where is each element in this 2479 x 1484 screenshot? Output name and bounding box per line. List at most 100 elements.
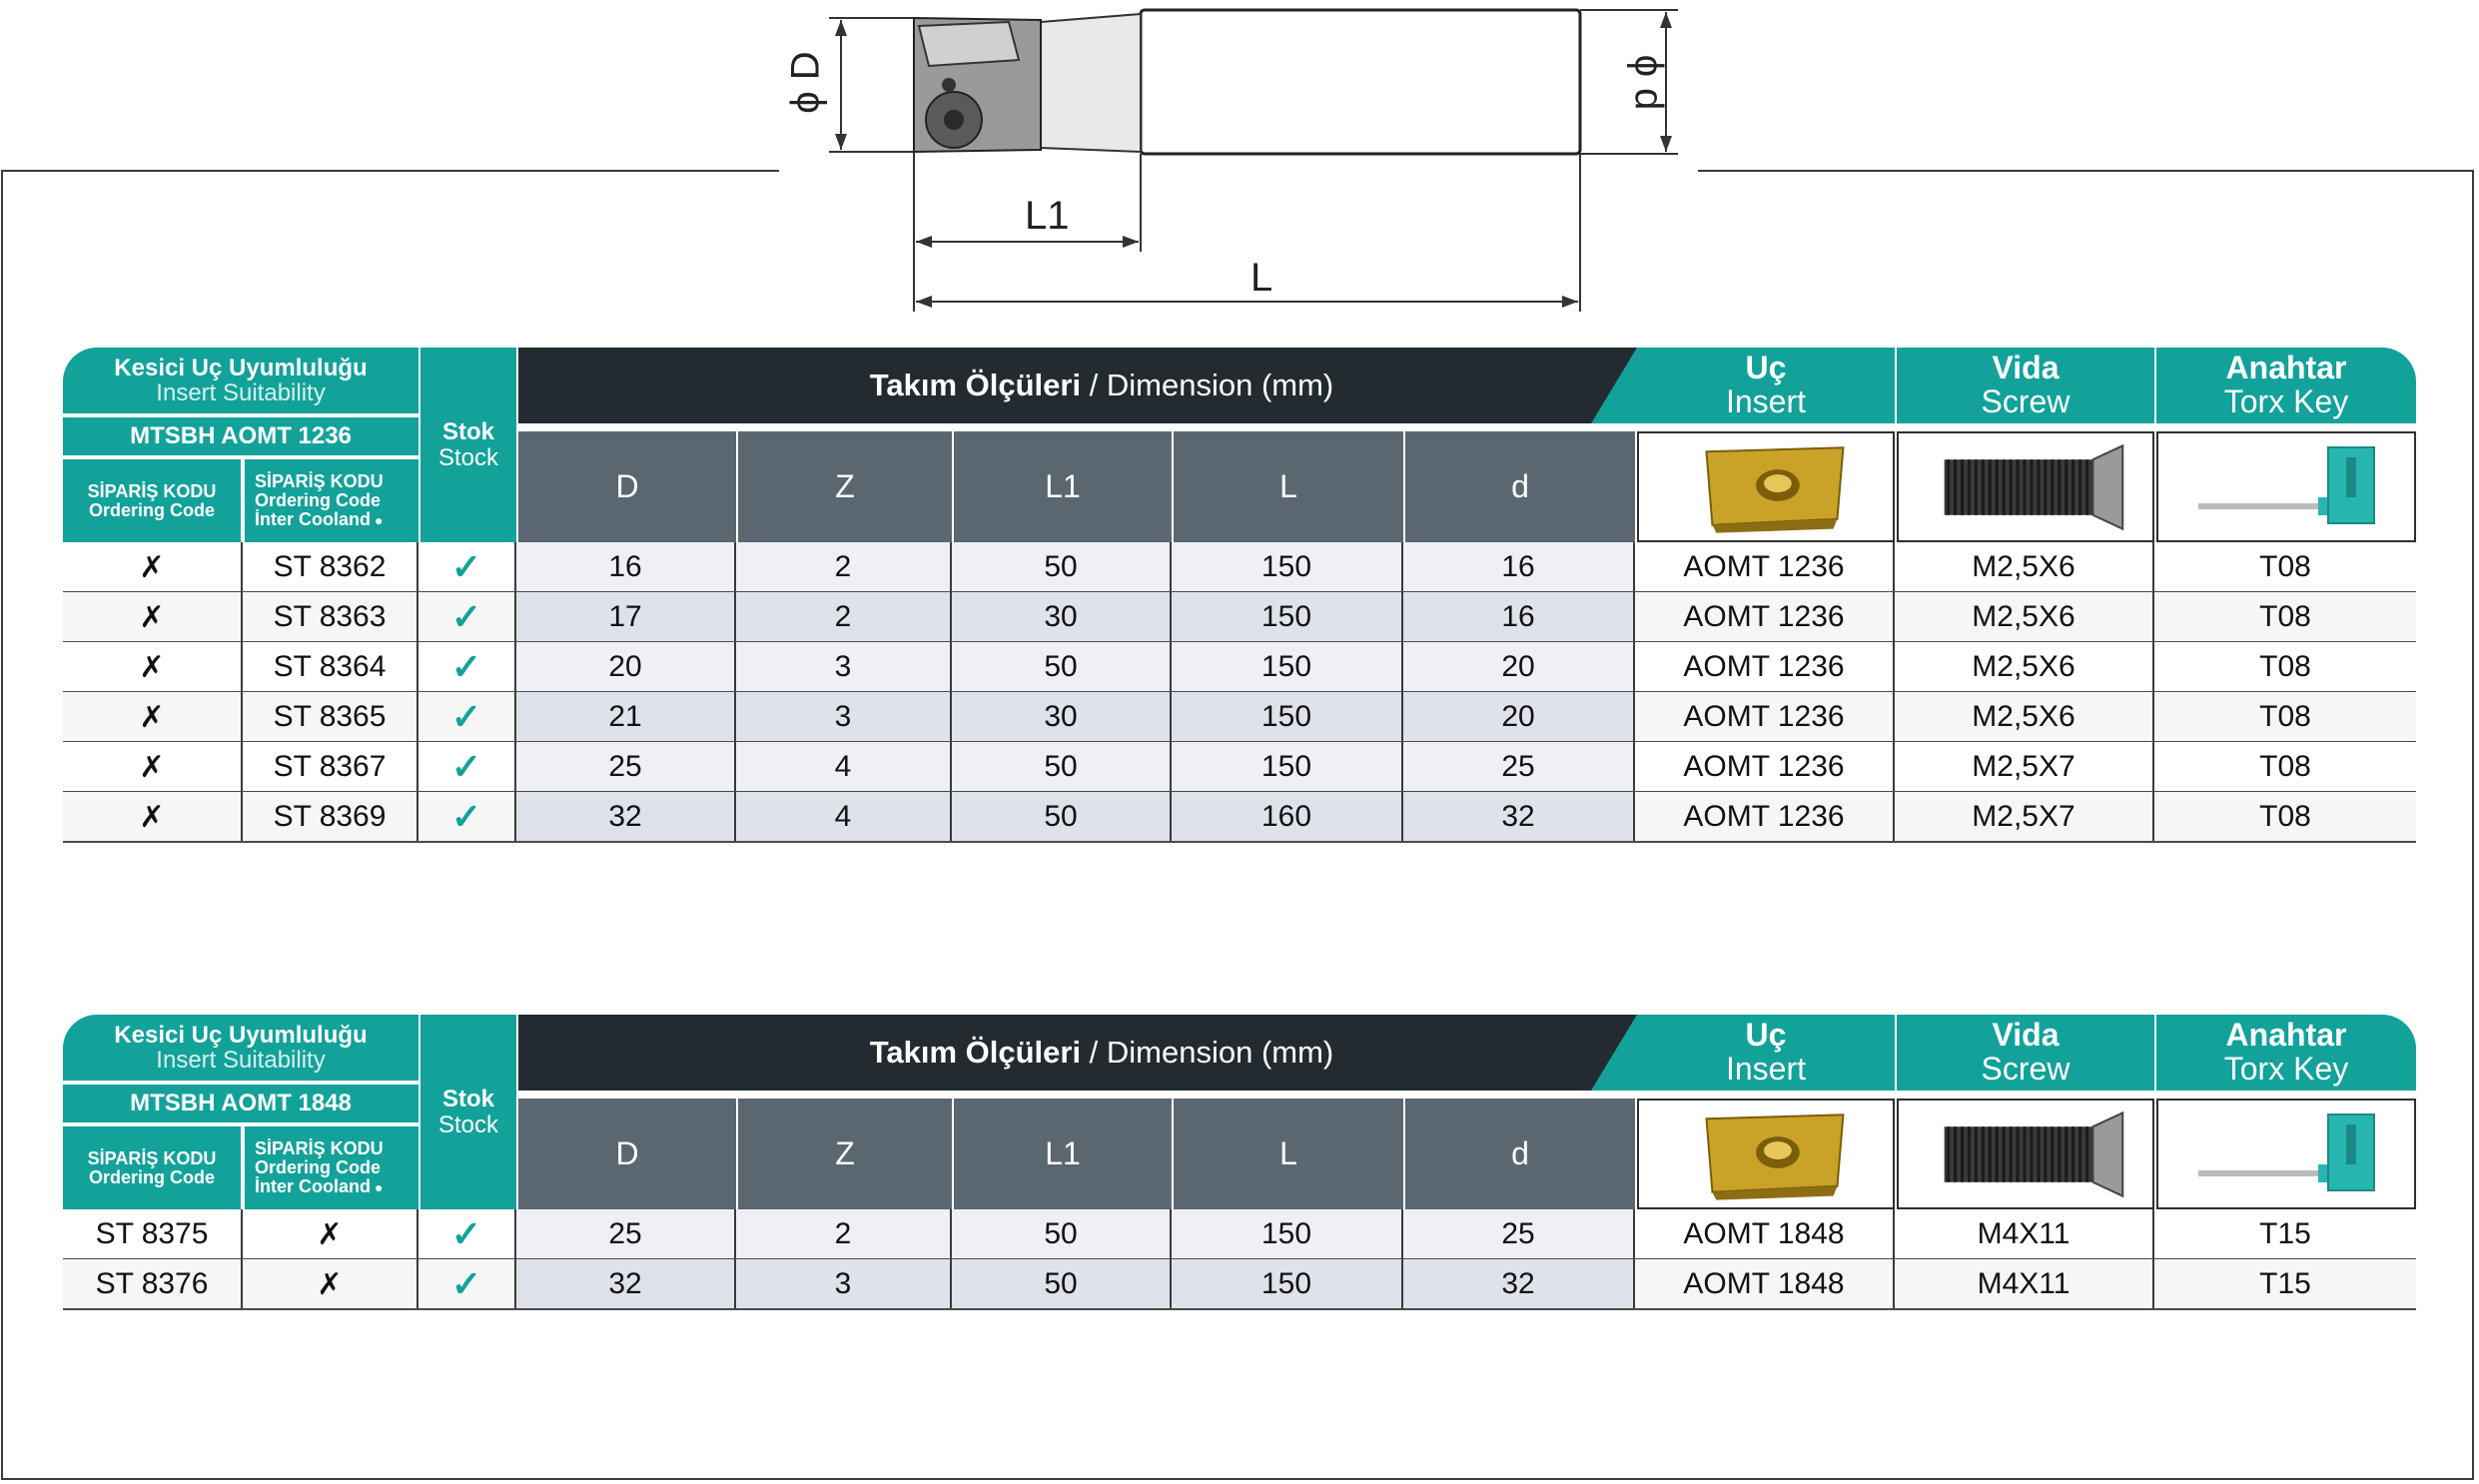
dim-L-value: 150 xyxy=(1260,1217,1312,1250)
key-code-value: T15 xyxy=(2259,1267,2311,1300)
label-L: L xyxy=(1250,256,1273,300)
model-name: MTSBH AOMT 1848 xyxy=(130,1090,352,1117)
dim-d: 25 xyxy=(1403,742,1635,792)
dim-d: 16 xyxy=(1403,592,1635,642)
ordering-code-label-en: Ordering Code xyxy=(88,499,215,520)
stock-status-value: ✓ xyxy=(450,796,482,837)
key-code-value: T08 xyxy=(2259,750,2311,783)
stock-status: ✓ xyxy=(418,692,516,742)
insert-image xyxy=(1637,431,1895,542)
screw-icon xyxy=(1944,1111,2124,1198)
ordering-code: ST 8375 xyxy=(63,1209,243,1259)
ordering-code-coolant-value: ST 8362 xyxy=(273,550,387,583)
ordering-code-value: ✗ xyxy=(139,750,165,784)
dim-L: 150 xyxy=(1172,692,1403,742)
screw-code-value: M4X11 xyxy=(1977,1217,2070,1250)
key-code: T08 xyxy=(2154,542,2416,592)
col-header-l: L xyxy=(1174,1099,1403,1209)
dim-d-value: 16 xyxy=(1501,550,1535,583)
ordering-coolant-label-en: Ordering Code xyxy=(255,1157,382,1178)
dimension-header: Takım Ölçüleri / Dimension (mm) xyxy=(518,1015,1685,1091)
ordering-code-value: ST 8376 xyxy=(95,1267,209,1300)
dim-L1-value: 50 xyxy=(1044,800,1078,833)
stock-status: ✓ xyxy=(418,1209,516,1259)
label-phi-d: ϕ d xyxy=(1626,54,1671,111)
col-header-d: d xyxy=(1405,431,1635,542)
insert-image xyxy=(1637,1099,1895,1209)
key-code: T08 xyxy=(2154,592,2416,642)
dim-Z: 4 xyxy=(736,792,952,842)
tool-dimension-drawing: ϕ D ϕ d L1 L xyxy=(779,0,1698,320)
screw-label-tr: Vida xyxy=(1992,350,2060,386)
dim-D-value: 25 xyxy=(608,750,642,783)
stock-status: ✓ xyxy=(418,742,516,792)
dim-L-value: 150 xyxy=(1260,600,1312,633)
suitability-title: Kesici Uç Uyumluluğu xyxy=(114,354,368,381)
model-header: MTSBH AOMT 1848 xyxy=(63,1083,418,1122)
ordering-code-value: ST 8375 xyxy=(95,1217,209,1250)
ordering-code-coolant: ✗ xyxy=(243,1259,418,1309)
stock-label-tr: Stok xyxy=(441,1086,494,1113)
key-label-en: Torx Key xyxy=(2223,1051,2349,1087)
dim-d-value: 20 xyxy=(1501,700,1535,733)
ordering-code-coolant: ST 8363 xyxy=(243,592,418,642)
stock-status: ✓ xyxy=(418,542,516,592)
dim-D: 32 xyxy=(516,792,736,842)
dim-d: 32 xyxy=(1403,1259,1635,1309)
dim-d: 20 xyxy=(1403,692,1635,742)
dim-Z-value: 3 xyxy=(834,1267,852,1300)
key-code: T08 xyxy=(2154,642,2416,692)
insert-code-value: AOMT 1236 xyxy=(1683,800,1845,833)
insert-code-value: AOMT 1236 xyxy=(1683,650,1845,683)
ordering-code: ✗ xyxy=(63,792,243,842)
dim-L: 150 xyxy=(1172,1209,1403,1259)
ordering-code-label-tr: SİPARİŞ KODU xyxy=(87,480,217,501)
stock-status: ✓ xyxy=(418,592,516,642)
col-header-l1: L1 xyxy=(954,431,1172,542)
dimension-title: Takım Ölçüleri / Dimension (mm) xyxy=(870,370,1334,402)
insert-code: AOMT 1236 xyxy=(1635,592,1895,642)
insert-icon xyxy=(1705,1113,1845,1200)
insert-code-value: AOMT 1848 xyxy=(1683,1267,1845,1300)
dim-Z-value: 2 xyxy=(834,600,852,633)
dim-D-value: 25 xyxy=(608,1217,642,1250)
dim-L1: 30 xyxy=(952,692,1172,742)
screw-code: M2,5X6 xyxy=(1895,642,2154,692)
ordering-code-coolant: ✗ xyxy=(243,1209,418,1259)
stock-label-en: Stock xyxy=(437,443,499,471)
dim-L-value: 150 xyxy=(1260,700,1312,733)
ordering-code-coolant: ST 8367 xyxy=(243,742,418,792)
key-code-value: T08 xyxy=(2259,700,2311,733)
stock-status-value: ✓ xyxy=(450,596,482,637)
insert-label-tr: Uç xyxy=(1745,1017,1787,1054)
row-divider xyxy=(63,841,2416,843)
dim-D-value: 20 xyxy=(608,650,642,683)
droplet-icon: ● xyxy=(375,1178,384,1195)
key-code: T08 xyxy=(2154,792,2416,842)
dim-D: 16 xyxy=(516,542,736,592)
dim-L: 160 xyxy=(1172,792,1403,842)
key-code-value: T08 xyxy=(2259,650,2311,683)
dim-L-value: 150 xyxy=(1260,1267,1312,1300)
screw-icon xyxy=(1944,443,2124,531)
key-code: T08 xyxy=(2154,742,2416,792)
dim-D: 25 xyxy=(516,742,736,792)
col-header-l: L xyxy=(1174,431,1403,542)
label-phi-D: ϕ D xyxy=(783,51,828,114)
suitability-title: Kesici Uç Uyumluluğu xyxy=(114,1021,368,1049)
dim-L1: 50 xyxy=(952,542,1172,592)
stock-status-value: ✓ xyxy=(450,1263,482,1304)
insert-label-en: Insert xyxy=(1725,1051,1807,1087)
insert-label-tr: Uç xyxy=(1745,350,1787,386)
dim-Z: 4 xyxy=(736,742,952,792)
dim-D-value: 17 xyxy=(608,600,642,633)
screw-label-en: Screw xyxy=(1981,383,2070,419)
screw-code-value: M2,5X6 xyxy=(1972,600,2075,633)
droplet-icon: ● xyxy=(375,511,384,528)
dim-L1-value: 50 xyxy=(1044,550,1078,583)
